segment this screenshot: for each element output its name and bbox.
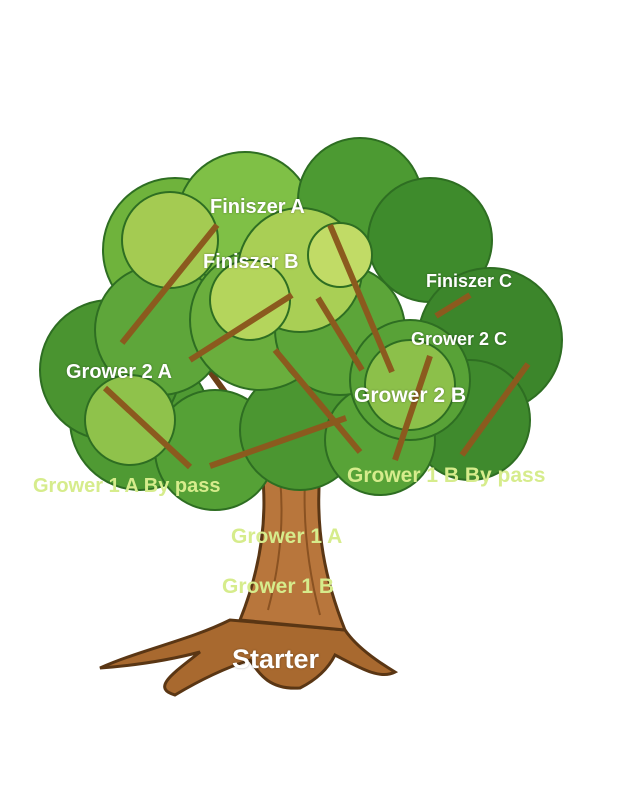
label-finiszer-b: Finiszer B — [203, 251, 299, 273]
line-grower-2-a-to-grower-1-b-bypass — [272, 348, 363, 454]
label-finiszer-a: Finiszer A — [210, 196, 305, 218]
line-grower-2-c-to-grower-1-b-bypass-right — [459, 362, 531, 457]
label-grower-2-b: Grower 2 B — [354, 384, 467, 407]
label-grower-1-a-bypass: Grower 1 A By pass — [33, 475, 221, 497]
tree-canopy — [39, 137, 563, 511]
label-grower-1-b-bypass: Grower 1 B By pass — [347, 464, 546, 487]
line-grower-2-c-to-grower-1-b-bypass — [392, 355, 433, 461]
line-finiszer-c-to-grower-2-c — [434, 292, 472, 319]
label-grower-1-a: Grower 1 A — [231, 525, 343, 548]
tree-roots — [99, 618, 399, 697]
connection-lines — [102, 223, 531, 470]
tree-trunk — [237, 468, 348, 632]
line-finiszer-a-to-grower-2-b — [327, 223, 395, 374]
label-grower-1-b: Grower 1 B — [222, 575, 335, 598]
line-finiszer-a-to-grower-2-a — [119, 223, 220, 345]
line-grower-2-b-to-grower-1-a-bypass — [209, 415, 347, 469]
label-grower-2-c: Grower 2 C — [411, 329, 508, 349]
line-finiszer-b-to-grower-2-a — [188, 292, 294, 363]
label-grower-2-a: Grower 2 A — [66, 361, 172, 383]
label-finiszer-c: Finiszer C — [426, 271, 513, 291]
line-finiszer-b-to-grower-2-b — [315, 296, 365, 372]
label-starter: Starter — [232, 644, 320, 674]
line-grower-2-a-to-grower-1-a-bypass — [102, 385, 193, 470]
